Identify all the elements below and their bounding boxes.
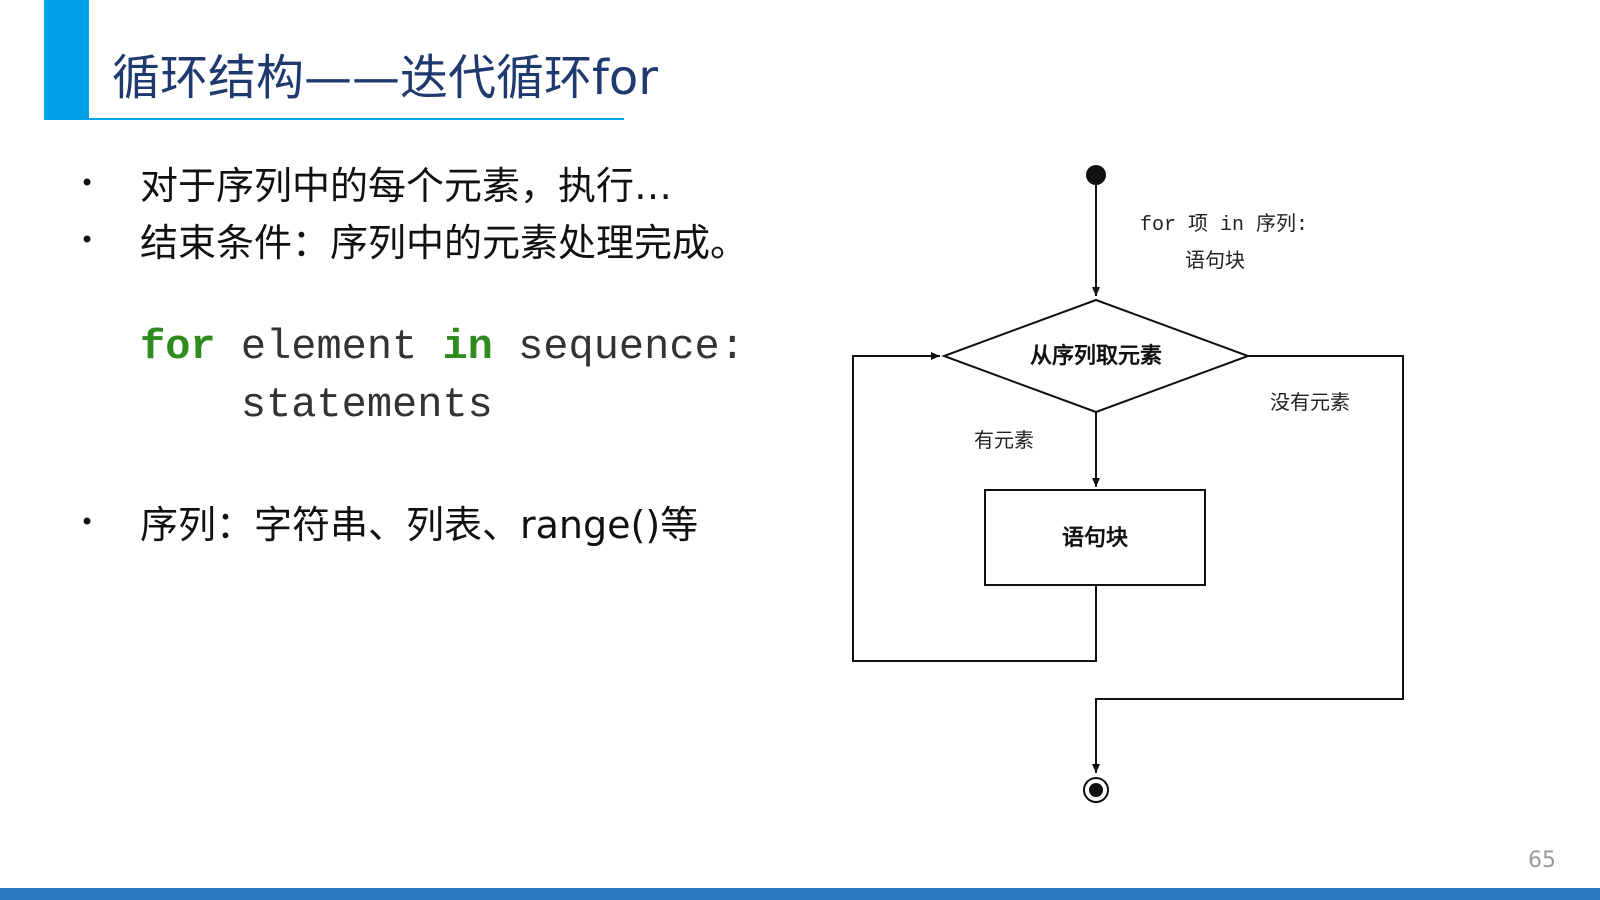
- code-keyword-for: for: [140, 323, 216, 371]
- no-label: 没有元素: [1270, 390, 1350, 414]
- process-label: 语句块: [1062, 525, 1129, 551]
- bullet-text: 对于序列中的每个元素，执行…: [140, 164, 673, 208]
- code-block: for element in sequence: statements: [140, 318, 745, 434]
- process-box: [984, 489, 1206, 586]
- loop-label-line1: for 项 in 序列:: [1140, 212, 1308, 237]
- end-node-inner: [1089, 783, 1103, 797]
- code-text: element: [215, 323, 443, 371]
- loop-label-line2: 语句块: [1185, 248, 1245, 272]
- bullet-text: 序列：字符串、列表、range()等: [140, 503, 699, 547]
- for-loop-flowchart: for 项 in 序列: 语句块 从序列取元素 有元素 语句块 没有元素: [852, 165, 1404, 803]
- code-text: statements: [140, 381, 493, 429]
- code-keyword-in: in: [442, 323, 493, 371]
- yes-label: 有元素: [974, 428, 1034, 452]
- bullet-text: 结束条件：序列中的元素处理完成。: [140, 221, 749, 265]
- bullet-item: • 结束条件：序列中的元素处理完成。: [80, 212, 748, 267]
- bullet-dot-icon: •: [80, 507, 95, 536]
- flow-line-no: [1092, 355, 1404, 773]
- footer-bar: [0, 888, 1600, 900]
- decision-label: 从序列取元素: [1030, 343, 1162, 369]
- page-number: 65: [1528, 848, 1556, 873]
- bullet-item: • 序列：字符串、列表、range()等: [80, 494, 698, 549]
- flow-line-loopback: [852, 352, 1097, 662]
- bullet-dot-icon: •: [80, 168, 95, 197]
- bullet-item: • 对于序列中的每个元素，执行…: [80, 155, 672, 210]
- title-underline: [44, 118, 624, 120]
- title-accent-bar: [44, 0, 89, 120]
- code-text: sequence:: [492, 323, 745, 371]
- bullet-dot-icon: •: [80, 225, 95, 254]
- start-node: [1086, 165, 1106, 185]
- slide-title: 循环结构——迭代循环for: [112, 50, 659, 106]
